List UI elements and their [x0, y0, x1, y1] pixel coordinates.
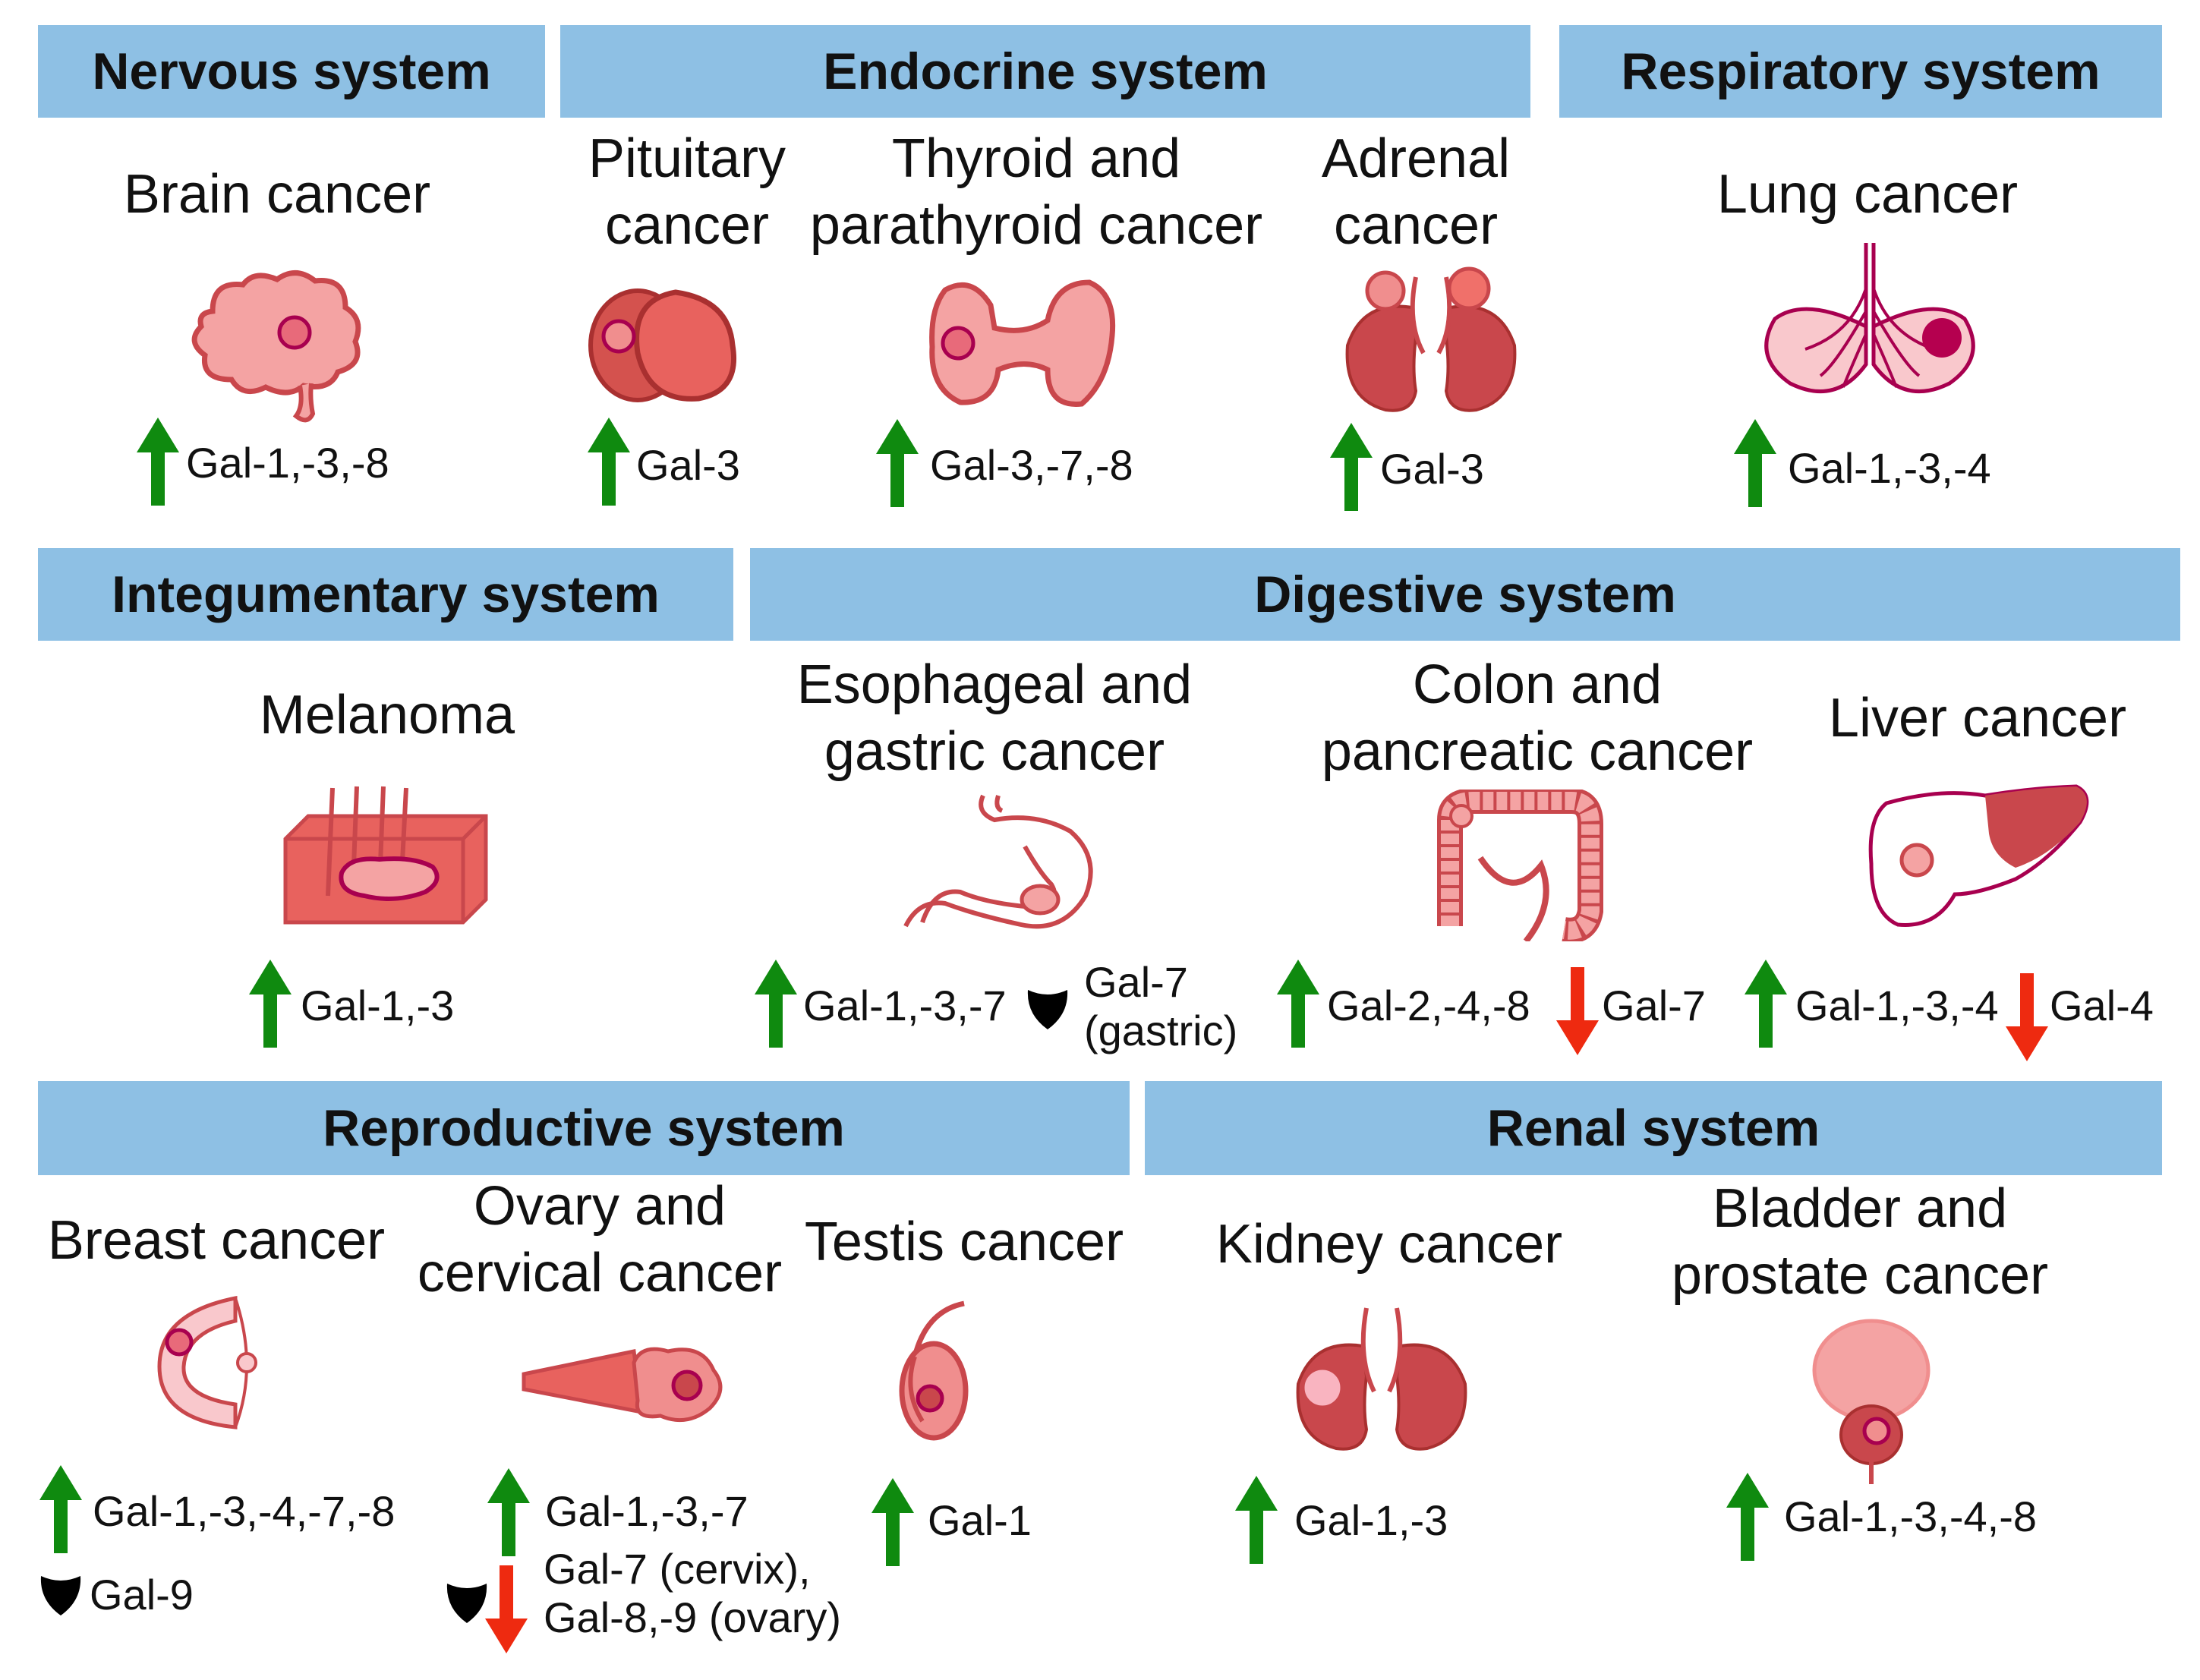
mixed-expression-icon: [1025, 985, 1070, 1031]
label-line: Gal-7 (cervix),: [544, 1545, 811, 1593]
title-line: Bladder and: [1712, 1178, 2008, 1239]
header-label: Respiratory system: [1621, 43, 2101, 100]
up-arrow-icon: [870, 1477, 916, 1568]
breast-up-galectins: Gal-1,-3,-4,-7,-8: [93, 1487, 396, 1535]
colon-cancer-title: Colon and pancreatic cancer: [1294, 651, 1780, 785]
mixed-expression-icon: [444, 1579, 490, 1625]
esophageal-cancer-title: Esophageal and gastric cancer: [767, 651, 1222, 785]
liver-cancer-title: Liver cancer: [1828, 688, 2127, 749]
liver-icon: [1868, 784, 2089, 927]
ovary-cancer-title: Ovary and cervical cancer: [406, 1173, 793, 1306]
down-arrow-icon: [1555, 966, 1600, 1057]
colon-up-galectins: Gal-2,-4,-8: [1327, 982, 1530, 1029]
header-digestive-system: Digestive system: [750, 548, 2180, 641]
label-line: Gal-8,-9 (ovary): [544, 1593, 842, 1641]
adrenal-up-galectins: Gal-3: [1380, 445, 1484, 493]
up-arrow-icon: [486, 1467, 531, 1558]
melanoma-title: Melanoma: [259, 685, 515, 745]
esophageal-mixed-galectins: Gal-7 (gastric): [1084, 958, 1237, 1055]
breast-mixed-galectins: Gal-9: [90, 1571, 194, 1619]
header-label: Renal system: [1486, 1099, 1820, 1157]
pituitary-cancer-title: Pituitary cancer: [562, 125, 812, 259]
title-line: prostate cancer: [1671, 1245, 2049, 1306]
thyroid-up-galectins: Gal-3,-7,-8: [930, 441, 1133, 489]
adrenal-icon: [1345, 266, 1517, 412]
header-label: Nervous system: [92, 43, 491, 100]
header-respiratory-system: Respiratory system: [1559, 25, 2162, 118]
title-line: cervical cancer: [417, 1243, 783, 1303]
up-arrow-icon: [1234, 1474, 1279, 1565]
melanoma-up-galectins: Gal-1,-3: [301, 982, 455, 1029]
header-renal-system: Renal system: [1145, 1081, 2162, 1175]
title-line: Thyroid and: [891, 128, 1181, 189]
thyroid-cancer-title: Thyroid and parathyroid cancer: [793, 125, 1279, 259]
testis-icon: [899, 1300, 969, 1441]
up-arrow-icon: [1743, 958, 1789, 1049]
adrenal-cancer-title: Adrenal cancer: [1291, 125, 1541, 259]
title-line: Ovary and: [473, 1176, 727, 1237]
lung-icon: [1764, 243, 1975, 394]
pituitary-up-galectins: Gal-3: [636, 441, 740, 489]
title-line: Colon and: [1412, 654, 1663, 715]
title-line: cancer: [604, 195, 770, 256]
title-line: Pituitary: [588, 128, 786, 189]
title-line: pancreatic cancer: [1321, 721, 1754, 782]
title-line: parathyroid cancer: [809, 195, 1263, 256]
header-reproductive-system: Reproductive system: [38, 1081, 1130, 1175]
title-line: cancer: [1333, 195, 1499, 256]
bladder-icon: [1812, 1319, 1931, 1484]
liver-up-galectins: Gal-1,-3,-4: [1795, 982, 1999, 1029]
breast-cancer-title: Breast cancer: [47, 1210, 386, 1271]
brain-cancer-title: Brain cancer: [123, 164, 431, 225]
kidney-up-galectins: Gal-1,-3: [1294, 1496, 1448, 1544]
brain-up-galectins: Gal-1,-3,-8: [186, 439, 389, 487]
ovary-up-galectins: Gal-1,-3,-7: [545, 1487, 749, 1535]
up-arrow-icon: [586, 416, 632, 507]
lung-up-galectins: Gal-1,-3,-4: [1788, 444, 1991, 492]
testis-up-galectins: Gal-1: [928, 1496, 1032, 1544]
brain-icon: [191, 270, 361, 423]
title-line: gastric cancer: [824, 721, 1165, 782]
lung-cancer-title: Lung cancer: [1716, 164, 2019, 225]
thyroid-icon: [929, 279, 1116, 407]
up-arrow-icon: [1329, 421, 1374, 512]
header-label: Digestive system: [1254, 566, 1676, 623]
breast-icon: [157, 1295, 257, 1429]
title-line: Adrenal: [1321, 128, 1511, 189]
up-arrow-icon: [753, 958, 799, 1049]
mixed-expression-icon: [38, 1571, 84, 1617]
bladder-cancer-title: Bladder and prostate cancer: [1632, 1175, 2088, 1309]
colon-down-galectins: Gal-7: [1602, 982, 1706, 1029]
up-arrow-icon: [247, 958, 293, 1049]
label-line: Gal-7: [1084, 958, 1188, 1006]
ovary-icon: [522, 1347, 723, 1423]
up-arrow-icon: [875, 418, 920, 509]
liver-down-galectins: Gal-4: [2050, 982, 2154, 1029]
down-arrow-icon: [2004, 972, 2050, 1063]
up-arrow-icon: [38, 1464, 84, 1555]
header-label: Reproductive system: [323, 1099, 845, 1157]
ovary-down-galectins: Gal-7 (cervix), Gal-8,-9 (ovary): [544, 1545, 841, 1642]
up-arrow-icon: [135, 416, 181, 507]
kidney-icon: [1296, 1307, 1467, 1451]
label-line: (gastric): [1084, 1007, 1238, 1054]
kidney-cancer-title: Kidney cancer: [1215, 1214, 1563, 1275]
up-arrow-icon: [1275, 958, 1321, 1049]
down-arrow-icon: [484, 1564, 529, 1655]
up-arrow-icon: [1725, 1471, 1770, 1562]
pituitary-icon: [588, 288, 736, 402]
colon-icon: [1437, 790, 1603, 941]
skin-icon: [283, 786, 488, 925]
esophageal-up-galectins: Gal-1,-3,-7: [803, 982, 1007, 1029]
header-label: Endocrine system: [823, 43, 1268, 100]
bladder-up-galectins: Gal-1,-3,-4,-8: [1784, 1492, 2037, 1540]
stomach-icon: [903, 794, 1093, 929]
up-arrow-icon: [1732, 418, 1778, 509]
header-endocrine-system: Endocrine system: [560, 25, 1530, 118]
testis-cancer-title: Testis cancer: [804, 1212, 1124, 1272]
header-label: Integumentary system: [112, 566, 660, 623]
header-integumentary-system: Integumentary system: [38, 548, 733, 641]
title-line: Esophageal and: [796, 654, 1193, 715]
header-nervous-system: Nervous system: [38, 25, 545, 118]
